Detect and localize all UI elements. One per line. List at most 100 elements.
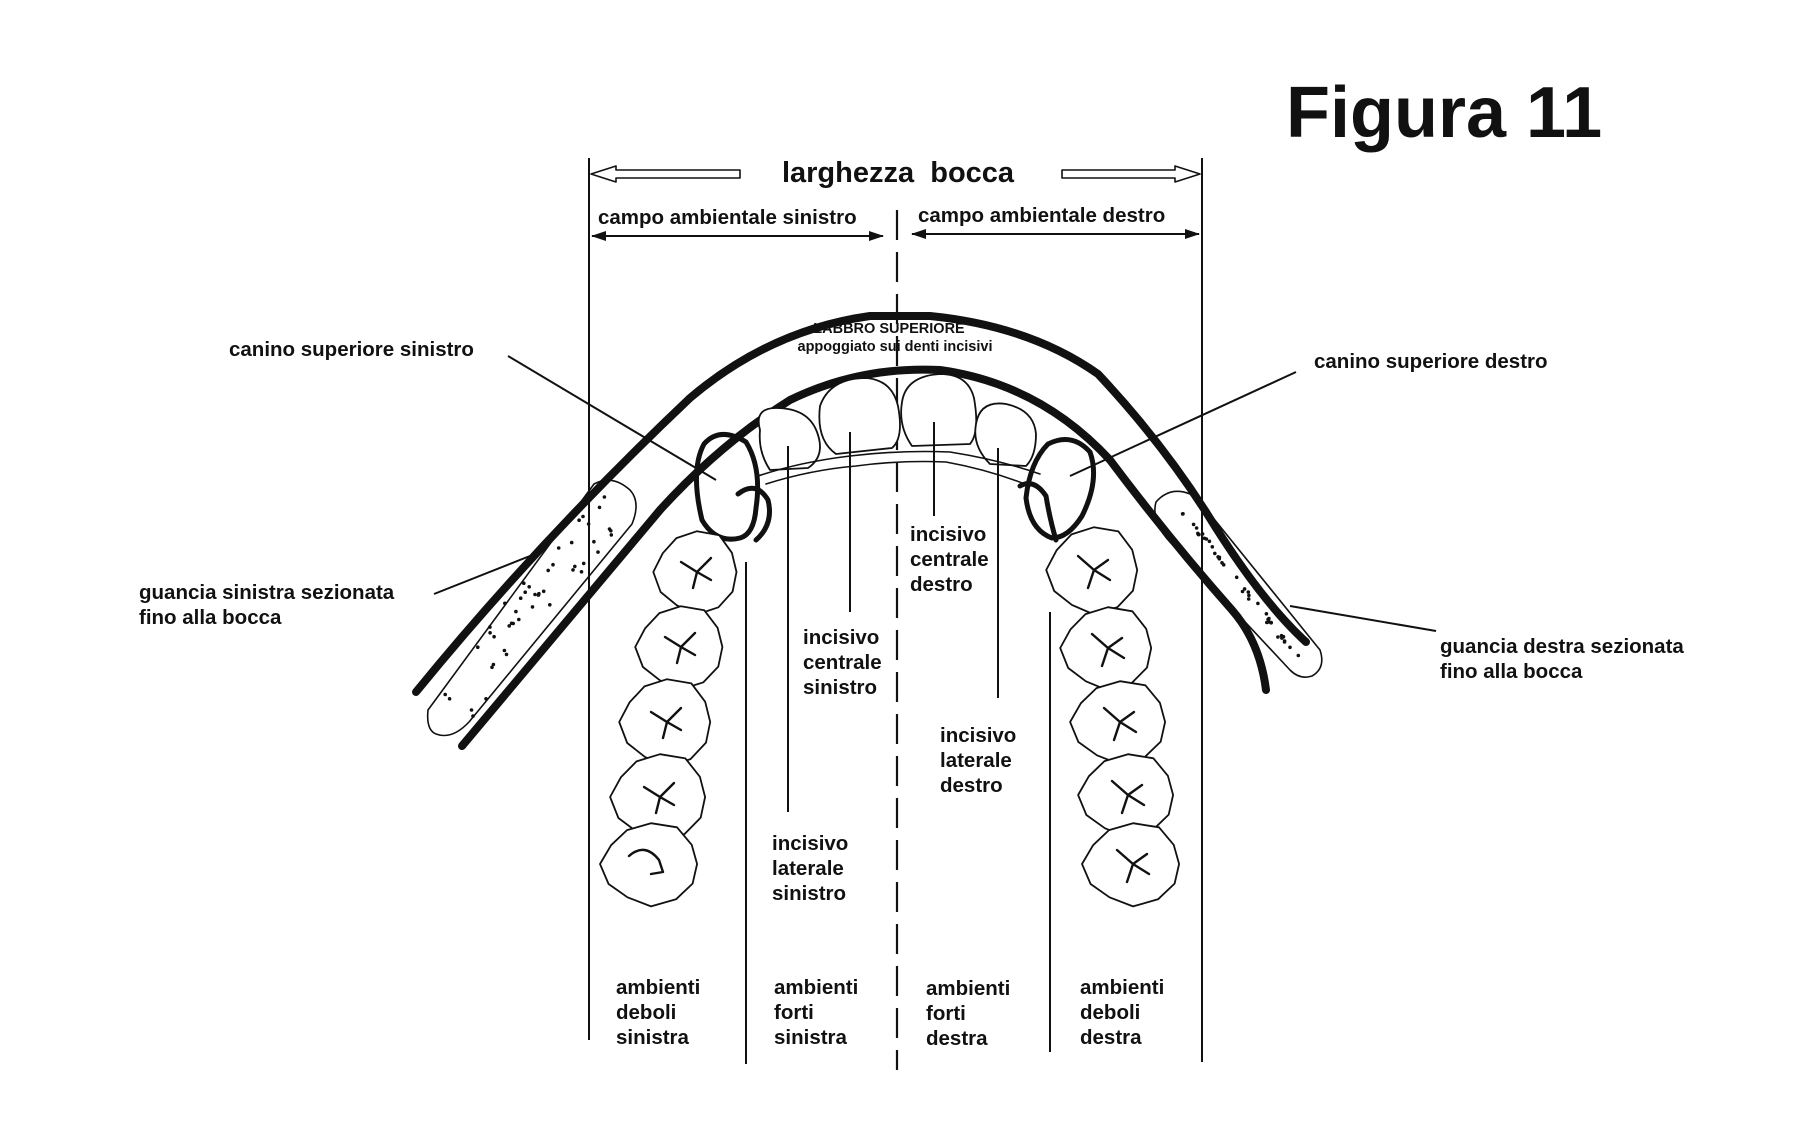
tooth-fissure bbox=[1102, 706, 1138, 742]
zone-right-strong: ambienti forti destra bbox=[926, 977, 1010, 1050]
svg-text:incisivo: incisivo bbox=[772, 832, 848, 855]
stipple-dot bbox=[518, 596, 523, 600]
stipple-dot bbox=[523, 590, 527, 594]
molar-tooth bbox=[634, 605, 724, 691]
svg-text:incisivo: incisivo bbox=[910, 523, 986, 546]
stipple-dot bbox=[609, 529, 613, 533]
stipple-dot bbox=[1191, 522, 1196, 527]
stipple-dot bbox=[1256, 601, 1260, 606]
svg-text:centrale: centrale bbox=[910, 548, 989, 571]
svg-text:destro: destro bbox=[940, 774, 1003, 797]
molar-tooth bbox=[652, 530, 738, 616]
tooth-fissure bbox=[1115, 848, 1151, 884]
tooth-fissure bbox=[1090, 632, 1126, 668]
stipple-dot bbox=[1282, 640, 1287, 644]
stipple-dot bbox=[511, 621, 515, 626]
tooth-fissure bbox=[1110, 779, 1146, 815]
stipple-dot bbox=[488, 625, 492, 629]
right-field-label: campo ambientale destro bbox=[918, 204, 1165, 227]
stipple-dot bbox=[1264, 612, 1269, 616]
left-cheek-texture bbox=[443, 495, 614, 718]
stipple-dot bbox=[476, 645, 480, 649]
upper-lip-sublabel: appoggiato sui denti incisivi bbox=[798, 339, 993, 355]
canine-left bbox=[693, 432, 761, 542]
right-cheek-section bbox=[1154, 490, 1323, 678]
svg-text:incisivo: incisivo bbox=[803, 626, 879, 649]
tooth-central-right bbox=[900, 373, 978, 447]
stipple-dot bbox=[533, 592, 537, 597]
svg-text:ambienti: ambienti bbox=[926, 977, 1010, 1000]
tooth-fissure bbox=[649, 706, 683, 740]
svg-text:sinistra: sinistra bbox=[774, 1026, 848, 1049]
stipple-dot bbox=[1247, 593, 1251, 598]
tooth-central-left bbox=[818, 377, 901, 455]
zone-left-weak: ambienti deboli sinistra bbox=[616, 976, 700, 1049]
right-posterior-teeth bbox=[1045, 526, 1180, 908]
stipple-dot bbox=[581, 561, 586, 566]
stipple-dot bbox=[491, 662, 496, 667]
stipple-dot bbox=[447, 697, 452, 701]
stipple-dot bbox=[1296, 653, 1301, 658]
anterior-teeth bbox=[693, 373, 1097, 543]
stipple-dot bbox=[1240, 589, 1245, 594]
tooth-fissure bbox=[679, 556, 713, 590]
stipple-dot bbox=[592, 539, 596, 544]
cheek-right-label: guancia destra sezionata fino alla bocca bbox=[1440, 635, 1684, 683]
svg-text:deboli: deboli bbox=[1080, 1001, 1140, 1024]
upper-lip-label: LABBRO SUPERIORE bbox=[813, 321, 965, 337]
inner-cheek-lip-contour bbox=[458, 365, 1270, 750]
outer-cheek-lip-contour bbox=[412, 312, 1310, 696]
stipple-dot bbox=[537, 591, 541, 596]
svg-text:sinistro: sinistro bbox=[772, 882, 846, 905]
canine-right-inner bbox=[1017, 481, 1059, 543]
left-field-label: campo ambientale sinistro bbox=[598, 206, 857, 229]
svg-text:ambienti: ambienti bbox=[616, 976, 700, 999]
svg-text:sinistra: sinistra bbox=[616, 1026, 690, 1049]
stipple-dot bbox=[490, 665, 494, 670]
left-cheek-section bbox=[426, 479, 637, 737]
stipple-dot bbox=[609, 533, 614, 537]
lateral-left-label: incisivo laterale sinistro bbox=[772, 832, 848, 905]
figure-title: Figura 11 bbox=[1286, 73, 1602, 153]
tooth-fissure bbox=[642, 781, 676, 815]
stipple-dot bbox=[569, 540, 574, 545]
stipple-dot bbox=[517, 617, 521, 622]
stipple-dot bbox=[502, 648, 507, 653]
stipple-dot bbox=[443, 692, 448, 697]
svg-text:centrale: centrale bbox=[803, 651, 882, 674]
zone-left-strong: ambienti forti sinistra bbox=[774, 976, 858, 1049]
svg-text:laterale: laterale bbox=[940, 749, 1012, 772]
svg-text:ambienti: ambienti bbox=[774, 976, 858, 999]
tooth-fissure bbox=[663, 631, 697, 665]
mouth-width-dimension: larghezza bocca bbox=[588, 157, 1203, 1062]
molar-tooth bbox=[618, 678, 712, 768]
stipple-dot bbox=[548, 603, 552, 607]
environment-fields-dimension: campo ambientale sinistro campo ambienta… bbox=[591, 204, 1200, 241]
stipple-dot bbox=[597, 505, 602, 510]
canine-right-label: canino superiore destro bbox=[1314, 350, 1548, 373]
leader-lines bbox=[433, 355, 1437, 812]
zone-right-weak: ambienti deboli destra bbox=[1080, 976, 1164, 1049]
svg-text:destro: destro bbox=[910, 573, 973, 596]
svg-text:guancia sinistra sezionata: guancia sinistra sezionata bbox=[139, 581, 395, 604]
tooth-lateral-left bbox=[757, 407, 821, 471]
stipple-dot bbox=[556, 546, 561, 550]
svg-text:fino alla bocca: fino alla bocca bbox=[139, 606, 282, 629]
tooth-lateral-right bbox=[974, 402, 1037, 467]
svg-text:forti: forti bbox=[926, 1002, 966, 1025]
stipple-dot bbox=[1200, 532, 1205, 536]
stipple-dot bbox=[1194, 526, 1199, 530]
molar-tooth bbox=[1069, 680, 1166, 766]
stipple-dot bbox=[1279, 633, 1284, 638]
stipple-dot bbox=[514, 609, 518, 614]
stipple-dot bbox=[1213, 551, 1217, 556]
svg-text:laterale: laterale bbox=[772, 857, 844, 880]
lateral-right-label: incisivo laterale destro bbox=[940, 724, 1016, 797]
stipple-dot bbox=[522, 581, 526, 585]
stipple-dot bbox=[551, 562, 555, 567]
svg-text:guancia destra sezionata: guancia destra sezionata bbox=[1440, 635, 1684, 658]
svg-text:ambienti: ambienti bbox=[1080, 976, 1164, 999]
stipple-dot bbox=[1204, 537, 1209, 541]
stipple-dot bbox=[577, 518, 581, 522]
